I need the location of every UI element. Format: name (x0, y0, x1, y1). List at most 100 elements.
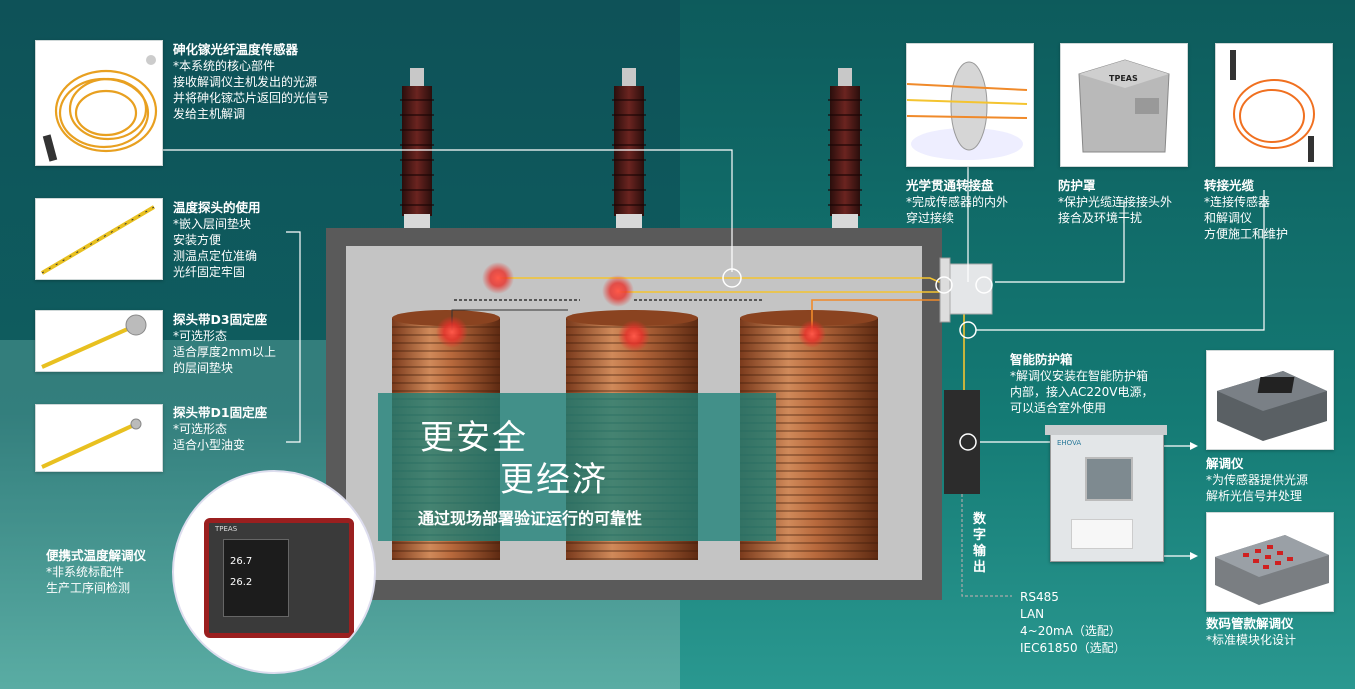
probe-d3-icon (41, 314, 147, 369)
digital-demod-line-1: *标准模块化设计 (1206, 633, 1297, 647)
hotspot-3 (436, 316, 468, 348)
reading-1: 26.7 (230, 556, 253, 567)
patch-cable-title: 转接光缆 (1204, 178, 1255, 193)
cover-title: 防护罩 (1058, 178, 1096, 193)
cover-brand: TPEAS (1109, 74, 1138, 83)
cover-line-2: 接合及环境干扰 (1058, 211, 1143, 225)
patch-cable-label: 转接光缆 *连接传感器 和解调仪 方便施工和维护 (1204, 178, 1288, 242)
portable-line-2: 生产工序间检测 (46, 581, 131, 595)
coiled-fiber-icon (42, 55, 158, 162)
headline-subtitle: 通过现场部署验证运行的可靠性 (418, 509, 643, 528)
protocol-list: RS485 LAN 4~20mA（选配） IEC61850（选配） (1020, 589, 1126, 657)
probe-use-line-1: *嵌入层间垫块 (173, 217, 252, 231)
probe-d3-line-1: *可选形态 (173, 329, 228, 343)
digital-demod-icon (1215, 535, 1329, 605)
cover-icon (1078, 59, 1170, 153)
probe-use-title: 温度探头的使用 (173, 200, 261, 215)
patch-cable-icon (1230, 50, 1315, 162)
callout-line-cover (995, 200, 1125, 283)
optical-plate-image-card (906, 43, 1034, 167)
portable-device-body: TPEAS 26.7 26.2 (204, 518, 354, 638)
digital-output-line (961, 494, 1012, 597)
smart-box-line-3: 可以适合室外使用 (1010, 401, 1107, 415)
sensor-line-1: *本系统的核心部件 (173, 59, 276, 73)
sensor-label: 砷化镓光纤温度传感器 *本系统的核心部件 接收解调仪主机发出的光源 并将砷化镓芯… (173, 42, 329, 122)
optical-plate-title: 光学贯通转接盘 (906, 178, 994, 193)
smart-box-label: 智能防护箱 *解调仪安装在智能防护箱 内部，接入AC220V电源， 可以适合室外… (1010, 352, 1154, 416)
portable-device-circle: TPEAS 26.7 26.2 (172, 470, 376, 674)
probe-d3-title: 探头带D3固定座 (173, 312, 268, 327)
probe-d3-line-3: 的层间垫块 (173, 361, 234, 375)
cover-label: 防护罩 *保护光缆连接接头外 接合及环境干扰 (1058, 178, 1172, 226)
hotspot-2 (602, 275, 634, 307)
callout-line-cable (976, 190, 1265, 331)
portable-device-screen: 26.7 26.2 (223, 539, 289, 617)
sensor-line-3: 并将砷化镓芯片返回的光信号 (173, 91, 330, 105)
cabinet-window (1085, 457, 1133, 501)
probe-d1-title: 探头带D1固定座 (173, 405, 268, 420)
probe-d1-line-1: *可选形态 (173, 422, 228, 436)
patch-cable-line-3: 方便施工和维护 (1204, 227, 1289, 241)
smart-box-line-2: 内部，接入AC220V电源， (1010, 385, 1154, 399)
reading-2: 26.2 (230, 577, 253, 588)
probe-d3-line-2: 适合厚度2mm以上 (173, 345, 277, 359)
bushing-3 (828, 68, 862, 228)
probe-d1-line-2: 适合小型油变 (173, 438, 246, 452)
probe-rod-icon (40, 205, 156, 275)
cover-line-1: *保护光缆连接接头外 (1058, 195, 1173, 209)
headline-line-1: 更安全 (420, 418, 528, 458)
cover-image-card: TPEAS (1060, 43, 1188, 167)
demodulator-image-card (1206, 350, 1334, 450)
patch-cable-line-1: *连接传感器 (1204, 195, 1271, 209)
cabinet-brand: EHOVA (1057, 439, 1082, 447)
callout-ring-1 (722, 268, 742, 288)
optical-plate-label: 光学贯通转接盘 *完成传感器的内外 穿过接续 (906, 178, 1008, 226)
demodulator-line-1: *为传感器提供光源 (1206, 473, 1309, 487)
smart-box-title: 智能防护箱 (1010, 352, 1073, 367)
callout-line-sensor (162, 149, 733, 272)
demodulator-label: 解调仪 *为传感器提供光源 解析光信号并处理 (1206, 456, 1308, 504)
demodulator-line-2: 解析光信号并处理 (1206, 489, 1303, 503)
headline-panel (378, 393, 776, 541)
digital-demod-image-card (1206, 512, 1334, 612)
arrow-head-demod (1190, 442, 1198, 450)
bushing-2 (612, 68, 646, 228)
demodulator-icon (1217, 371, 1327, 441)
protocol-4-20ma: 4~20mA（选配） (1020, 624, 1121, 638)
digital-output-label: 数字输出 (973, 512, 987, 575)
callout-ring-4 (959, 321, 977, 339)
probe-use-line-3: 测温点定位准确 (173, 249, 258, 263)
optical-plate-line-1: *完成传感器的内外 (906, 195, 1009, 209)
smart-protection-box (944, 390, 980, 494)
callout-ring-5 (959, 433, 977, 451)
portable-device-brand: TPEAS (215, 525, 238, 533)
headline-line-2: 更经济 (500, 460, 608, 500)
cabinet-labels (1071, 519, 1133, 549)
callout-ring-3 (975, 276, 993, 294)
patch-cable-line-2: 和解调仪 (1204, 211, 1253, 225)
hotspot-5 (798, 320, 826, 348)
digital-demod-label: 数码管款解调仪 *标准模块化设计 (1206, 616, 1296, 648)
callout-ring-2 (935, 276, 953, 294)
probe-use-line-4: 光纤固定牢固 (173, 265, 246, 279)
sensor-image-card (35, 40, 163, 166)
probe-d3-label: 探头带D3固定座 *可选形态 适合厚度2mm以上 的层间垫块 (173, 312, 276, 376)
patch-cable-image-card (1215, 43, 1333, 167)
hotspot-4 (618, 320, 650, 352)
probe-use-image-card (35, 198, 163, 280)
optical-plate-icon (907, 61, 1028, 160)
protocol-lan: LAN (1020, 607, 1045, 621)
sensor-title: 砷化镓光纤温度传感器 (173, 42, 299, 57)
sensor-line-4: 发给主机解调 (173, 107, 246, 121)
hotspot-1 (482, 262, 514, 294)
portable-title: 便携式温度解调仪 (46, 548, 147, 563)
probe-d1-image-card (35, 404, 163, 472)
probe-use-label: 温度探头的使用 *嵌入层间垫块 安装方便 测温点定位准确 光纤固定牢固 (173, 200, 261, 280)
probe-d1-label: 探头带D1固定座 *可选形态 适合小型油变 (173, 405, 267, 453)
digital-demod-title: 数码管款解调仪 (1206, 616, 1294, 631)
probe-d3-image-card (35, 310, 163, 372)
sensor-line-2: 接收解调仪主机发出的光源 (173, 75, 318, 89)
smart-box-line-1: *解调仪安装在智能防护箱 (1010, 369, 1149, 383)
protocol-iec61850: IEC61850（选配） (1020, 641, 1126, 655)
portable-label: 便携式温度解调仪 *非系统标配件 生产工序间检测 (46, 548, 146, 596)
